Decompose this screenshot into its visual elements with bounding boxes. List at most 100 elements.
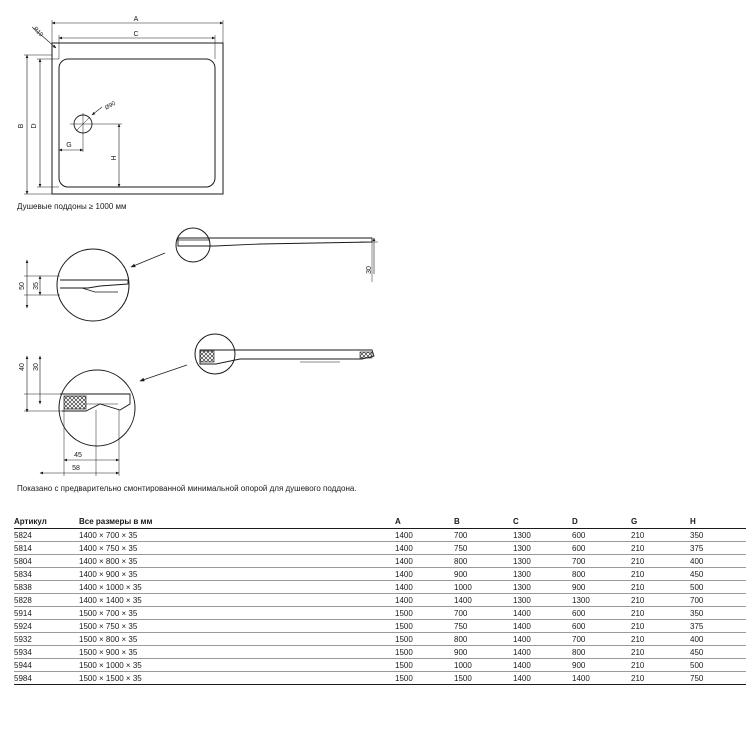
cell-h: 500 <box>690 658 746 672</box>
cell-b: 1000 <box>454 580 513 594</box>
header-a: A <box>395 515 454 529</box>
cell-g: 210 <box>631 528 690 542</box>
cell-h: 375 <box>690 619 746 633</box>
cell-g: 210 <box>631 554 690 568</box>
cell-a: 1500 <box>395 606 454 620</box>
cell-dimensions: 1400 × 1400 × 35 <box>79 593 395 607</box>
cell-g: 210 <box>631 541 690 555</box>
cell-d: 900 <box>572 658 631 672</box>
cell-dimensions: 1400 × 1000 × 35 <box>79 580 395 594</box>
cell-c: 1400 <box>513 671 572 685</box>
cell-dimensions: 1400 × 700 × 35 <box>79 528 395 542</box>
top-view <box>24 20 224 195</box>
cell-d: 600 <box>572 528 631 542</box>
cell-a: 1500 <box>395 658 454 672</box>
header-d: D <box>572 515 631 529</box>
cell-b: 750 <box>454 541 513 555</box>
cell-article: 5924 <box>14 619 79 633</box>
dim-58: 58 <box>72 465 80 472</box>
cell-a: 1400 <box>395 528 454 542</box>
cell-article: 5834 <box>14 567 79 581</box>
label-c: C <box>133 31 138 38</box>
cell-c: 1400 <box>513 632 572 646</box>
cell-c: 1400 <box>513 606 572 620</box>
detail-circle-small-1 <box>175 227 211 263</box>
cell-dimensions: 1400 × 800 × 35 <box>79 554 395 568</box>
cell-article: 5828 <box>14 593 79 607</box>
cell-c: 1300 <box>513 567 572 581</box>
cell-article: 5838 <box>14 580 79 594</box>
dim-50: 50 <box>19 282 26 290</box>
cell-c: 1300 <box>513 554 572 568</box>
cell-b: 700 <box>454 606 513 620</box>
cell-h: 400 <box>690 632 746 646</box>
cell-dimensions: 1500 × 800 × 35 <box>79 632 395 646</box>
cell-c: 1300 <box>513 593 572 607</box>
cell-h: 350 <box>690 606 746 620</box>
cell-dimensions: 1400 × 900 × 35 <box>79 567 395 581</box>
cell-b: 750 <box>454 619 513 633</box>
cell-h: 375 <box>690 541 746 555</box>
label-a: A <box>134 16 139 23</box>
detail-circle-small-2 <box>194 333 236 375</box>
cell-article: 5932 <box>14 632 79 646</box>
dim-30-profile: 30 <box>366 266 373 274</box>
cell-a: 1500 <box>395 671 454 685</box>
cell-g: 210 <box>631 619 690 633</box>
cell-g: 210 <box>631 671 690 685</box>
cell-c: 1300 <box>513 528 572 542</box>
header-h: H <box>690 515 746 529</box>
cell-d: 900 <box>572 580 631 594</box>
cell-c: 1400 <box>513 645 572 659</box>
dim-45: 45 <box>74 452 82 459</box>
header-article: Артикул <box>14 515 79 529</box>
cell-g: 210 <box>631 632 690 646</box>
dimensions-table: Артикул Все размеры в мм A B C D G H 582… <box>14 515 746 685</box>
header-b: B <box>454 515 513 529</box>
cell-article: 5814 <box>14 541 79 555</box>
cell-article: 5984 <box>14 671 79 685</box>
cell-h: 400 <box>690 554 746 568</box>
profile-standard <box>24 227 378 322</box>
cell-g: 210 <box>631 658 690 672</box>
header-g: G <box>631 515 690 529</box>
cell-b: 800 <box>454 554 513 568</box>
header-c: C <box>513 515 572 529</box>
detail-circle-large-1 <box>56 248 130 322</box>
cell-c: 1400 <box>513 619 572 633</box>
cell-b: 1400 <box>454 593 513 607</box>
cell-h: 450 <box>690 567 746 581</box>
cell-d: 1300 <box>572 593 631 607</box>
cell-article: 5934 <box>14 645 79 659</box>
cell-d: 1400 <box>572 671 631 685</box>
label-h: H <box>111 155 118 160</box>
cell-article: 5804 <box>14 554 79 568</box>
cell-article: 5824 <box>14 528 79 542</box>
cell-d: 700 <box>572 554 631 568</box>
cell-article: 5944 <box>14 658 79 672</box>
dim-35: 35 <box>33 282 40 290</box>
cell-b: 700 <box>454 528 513 542</box>
tray-inner-basin <box>58 58 216 188</box>
cell-g: 210 <box>631 567 690 581</box>
cell-g: 210 <box>631 606 690 620</box>
cell-d: 600 <box>572 619 631 633</box>
cell-d: 700 <box>572 632 631 646</box>
cell-c: 1300 <box>513 580 572 594</box>
cell-a: 1500 <box>395 619 454 633</box>
detail-circle-large-2 <box>58 369 136 447</box>
cell-b: 1500 <box>454 671 513 685</box>
cell-h: 750 <box>690 671 746 685</box>
cell-b: 1000 <box>454 658 513 672</box>
cell-g: 210 <box>631 645 690 659</box>
cell-dimensions: 1500 × 900 × 35 <box>79 645 395 659</box>
cell-dimensions: 1500 × 1000 × 35 <box>79 658 395 672</box>
